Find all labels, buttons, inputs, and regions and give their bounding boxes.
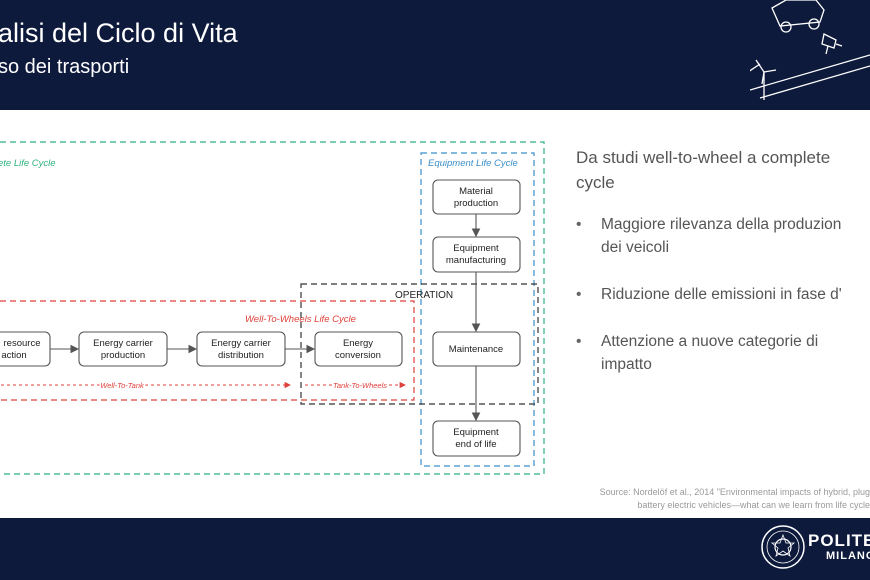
wtw-life-cycle-boundary (0, 300, 415, 401)
source-citation: Source: Nordelöf et al., 2014 "Environme… (543, 486, 870, 512)
resource-label-line1: resource (4, 338, 41, 349)
bullet-icon: • (576, 333, 582, 350)
energy-conversion-line2: conversion (335, 350, 381, 361)
carrier-distribution-line1: Energy carrier (211, 338, 271, 349)
maintenance-label: Maintenance (449, 344, 503, 355)
resource-label-line2: action (1, 350, 26, 361)
content-panel: Da studi well-to-wheel a complete cycle … (576, 145, 870, 400)
list-item: • Attenzione a nuove categorie di impatt… (576, 330, 870, 376)
list-item: • Maggiore rilevanza della produzion dei… (576, 213, 870, 259)
carrier-production-line2: production (101, 350, 145, 361)
operation-label: OPERATION (395, 290, 453, 301)
ttw-label: Tank-To-Wheels (333, 381, 387, 390)
material-line2: production (454, 198, 498, 209)
end-of-life-line1: Equipment (453, 427, 499, 438)
source-line1: Source: Nordelöf et al., 2014 "Environme… (599, 487, 870, 497)
header-bar: alisi del Ciclo di Vita so dei trasporti (0, 0, 870, 110)
bullet-icon: • (576, 286, 582, 303)
manufacturing-line1: Equipment (453, 243, 499, 254)
content-title-line2: cycle (576, 173, 615, 192)
life-cycle-diagram: ete Life Cycle Equipment Life Cycle Well… (0, 141, 545, 475)
material-line1: Material (459, 186, 493, 197)
bullet-list: • Maggiore rilevanza della produzion dei… (576, 213, 870, 376)
logo-text: POLITEC (808, 531, 870, 550)
carrier-distribution-line2: distribution (218, 350, 264, 361)
operation-boundary (300, 283, 539, 405)
wtw-life-cycle-label: Well-To-Wheels Life Cycle (245, 314, 356, 325)
complete-life-cycle-label: ete Life Cycle (0, 158, 56, 169)
footer-bar: POLITEC MILANO (0, 518, 870, 580)
bullet-line1: Riduzione delle emissioni in fase d' (601, 286, 842, 303)
wtt-label: Well-To-Tank (100, 381, 145, 390)
content-title-line1: Da studi well-to-wheel a complete (576, 148, 831, 167)
university-seal-icon (761, 525, 805, 569)
energy-conversion-line1: Energy (343, 338, 373, 349)
equipment-life-cycle-label: Equipment Life Cycle (428, 158, 518, 169)
end-of-life-line2: end of life (455, 439, 496, 450)
logo-subtext: MILANO (826, 550, 870, 562)
content-title: Da studi well-to-wheel a complete cycle (576, 145, 870, 195)
source-line2: battery electric vehicles—what can we le… (637, 500, 870, 510)
list-item: • Riduzione delle emissioni in fase d' (576, 283, 870, 306)
manufacturing-line2: manufacturing (446, 255, 506, 266)
bullet-icon: • (576, 216, 582, 233)
bullet-line1: Maggiore rilevanza della produzion (601, 216, 842, 233)
complete-life-cycle-boundary (0, 141, 545, 475)
slide-title: alisi del Ciclo di Vita (0, 18, 238, 48)
carrier-production-line1: Energy carrier (93, 338, 153, 349)
equipment-life-cycle-boundary (420, 152, 535, 467)
bullet-line1: Attenzione a nuove categorie di (601, 333, 819, 350)
bullet-line2: dei veicoli (601, 239, 670, 256)
slide-subtitle: so dei trasporti (0, 56, 130, 78)
bullet-line2: impatto (601, 356, 652, 373)
transport-illustration-icon (750, 0, 870, 100)
